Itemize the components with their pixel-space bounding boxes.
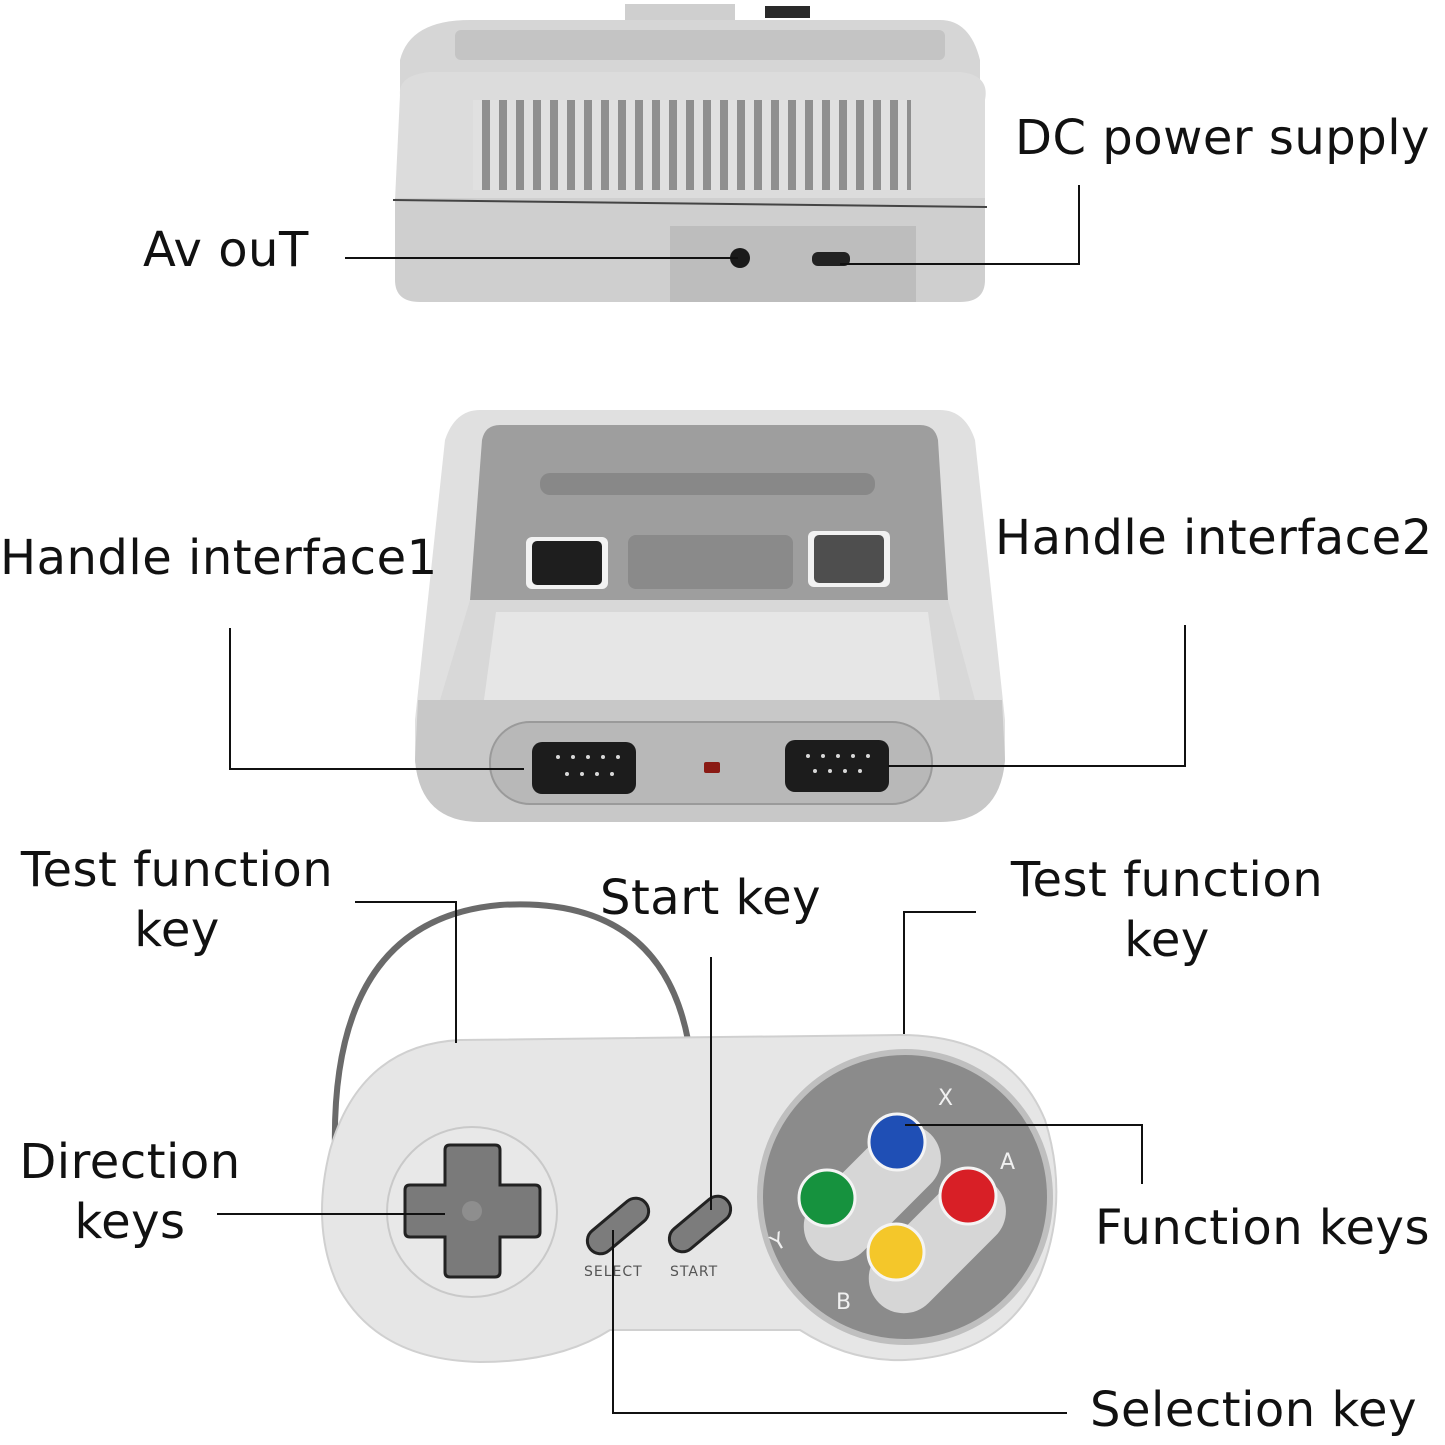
leader-start-key: [710, 957, 712, 1210]
vent-lines: [473, 100, 911, 190]
label-function-keys: Function keys: [1095, 1200, 1430, 1256]
leader-function-keys-h: [905, 1124, 1143, 1126]
leader-selection-key-h: [612, 1412, 1067, 1414]
label-direction-keys: Direction keys: [14, 1132, 246, 1252]
label-direction-line2: keys: [74, 1194, 186, 1250]
button-b-label: B: [836, 1290, 852, 1315]
leader-test-right-v: [903, 911, 905, 1034]
label-selection-key: Selection key: [1090, 1382, 1417, 1438]
leader-dc-power-h: [840, 263, 1080, 265]
label-test-function-key-left: Test function key: [12, 840, 342, 960]
av-port: [730, 248, 750, 268]
label-test-left-line1: Test function: [20, 842, 334, 898]
label-start-key: Start key: [600, 870, 822, 926]
leader-function-keys-v: [1141, 1124, 1143, 1184]
leader-handle1-h: [229, 768, 524, 770]
leader-av-out: [345, 257, 738, 259]
leader-test-left-v: [455, 901, 457, 1043]
label-test-left-line2: key: [134, 902, 220, 958]
label-test-function-key-right: Test function key: [1002, 850, 1332, 970]
label-handle-interface-1: Handle interface1: [0, 530, 438, 586]
label-test-right-line1: Test function: [1010, 852, 1324, 908]
start-text: START: [670, 1264, 719, 1280]
leader-selection-key-v: [612, 1230, 614, 1413]
dc-port: [812, 252, 850, 266]
label-dc-power-supply: DC power supply: [1015, 110, 1430, 166]
label-test-right-line2: key: [1124, 912, 1210, 968]
label-handle-interface-2: Handle interface2: [995, 510, 1433, 566]
leader-handle1-v: [229, 628, 231, 770]
leader-test-right-h: [904, 911, 976, 913]
leader-test-left-h: [355, 901, 457, 903]
button-x-label: X: [938, 1086, 954, 1111]
leader-dc-power-v: [1078, 185, 1080, 265]
leader-handle2-v: [1184, 625, 1186, 767]
button-a-label: A: [1000, 1150, 1016, 1175]
label-direction-line1: Direction: [19, 1134, 241, 1190]
leader-direction-keys: [217, 1213, 445, 1215]
label-av-out: Av ouT: [143, 222, 309, 278]
leader-handle2-h: [888, 765, 1186, 767]
